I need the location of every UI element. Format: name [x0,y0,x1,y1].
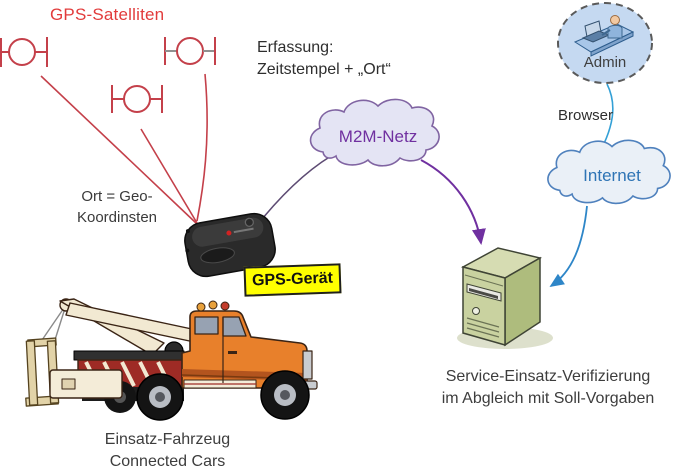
capture-note: Erfassung: Zeitstempel + „Ort“ [257,37,391,81]
gps-signal-lines [40,73,208,224]
internet-cloud-label: Internet [583,166,641,185]
tow-truck-icon [25,298,318,421]
capture-note-line1: Erfassung: [257,39,334,56]
location-note-line1: Ort = Geo- [81,188,153,205]
satellite-icon [164,37,216,65]
server-caption: Service-Einsatz-Verifizierung im Abgleich… [430,366,666,410]
browser-label: Browser [558,107,614,124]
capture-note-line2: Zeitstempel + „Ort“ [257,61,391,78]
gps-device-icon [184,212,276,278]
location-note: Ort = Geo- Koordinsten [63,186,171,228]
server-icon [457,247,553,349]
m2m-cloud-label: M2M-Netz [338,127,418,146]
server-caption-line1: Service-Einsatz-Verifizierung [445,368,651,385]
m2m-to-server-arrow [420,159,486,245]
location-note-line2: Koordinsten [76,209,158,226]
vehicle-caption-line1: Einsatz-Fahrzeug [104,431,231,448]
admin-icon [557,2,653,84]
internet-to-server-arrow [549,205,588,287]
gps-device-label: GPS-Gerät [243,263,342,297]
satellite-icon [111,85,163,113]
gps-satellites-label: GPS-Satelliten [50,5,165,24]
admin-label: Admin [583,54,627,71]
vehicle-caption-line2: Connected Cars [109,453,226,470]
satellite-icon [0,37,48,67]
server-caption-line2: im Abgleich mit Soll-Vorgaben [441,390,655,407]
